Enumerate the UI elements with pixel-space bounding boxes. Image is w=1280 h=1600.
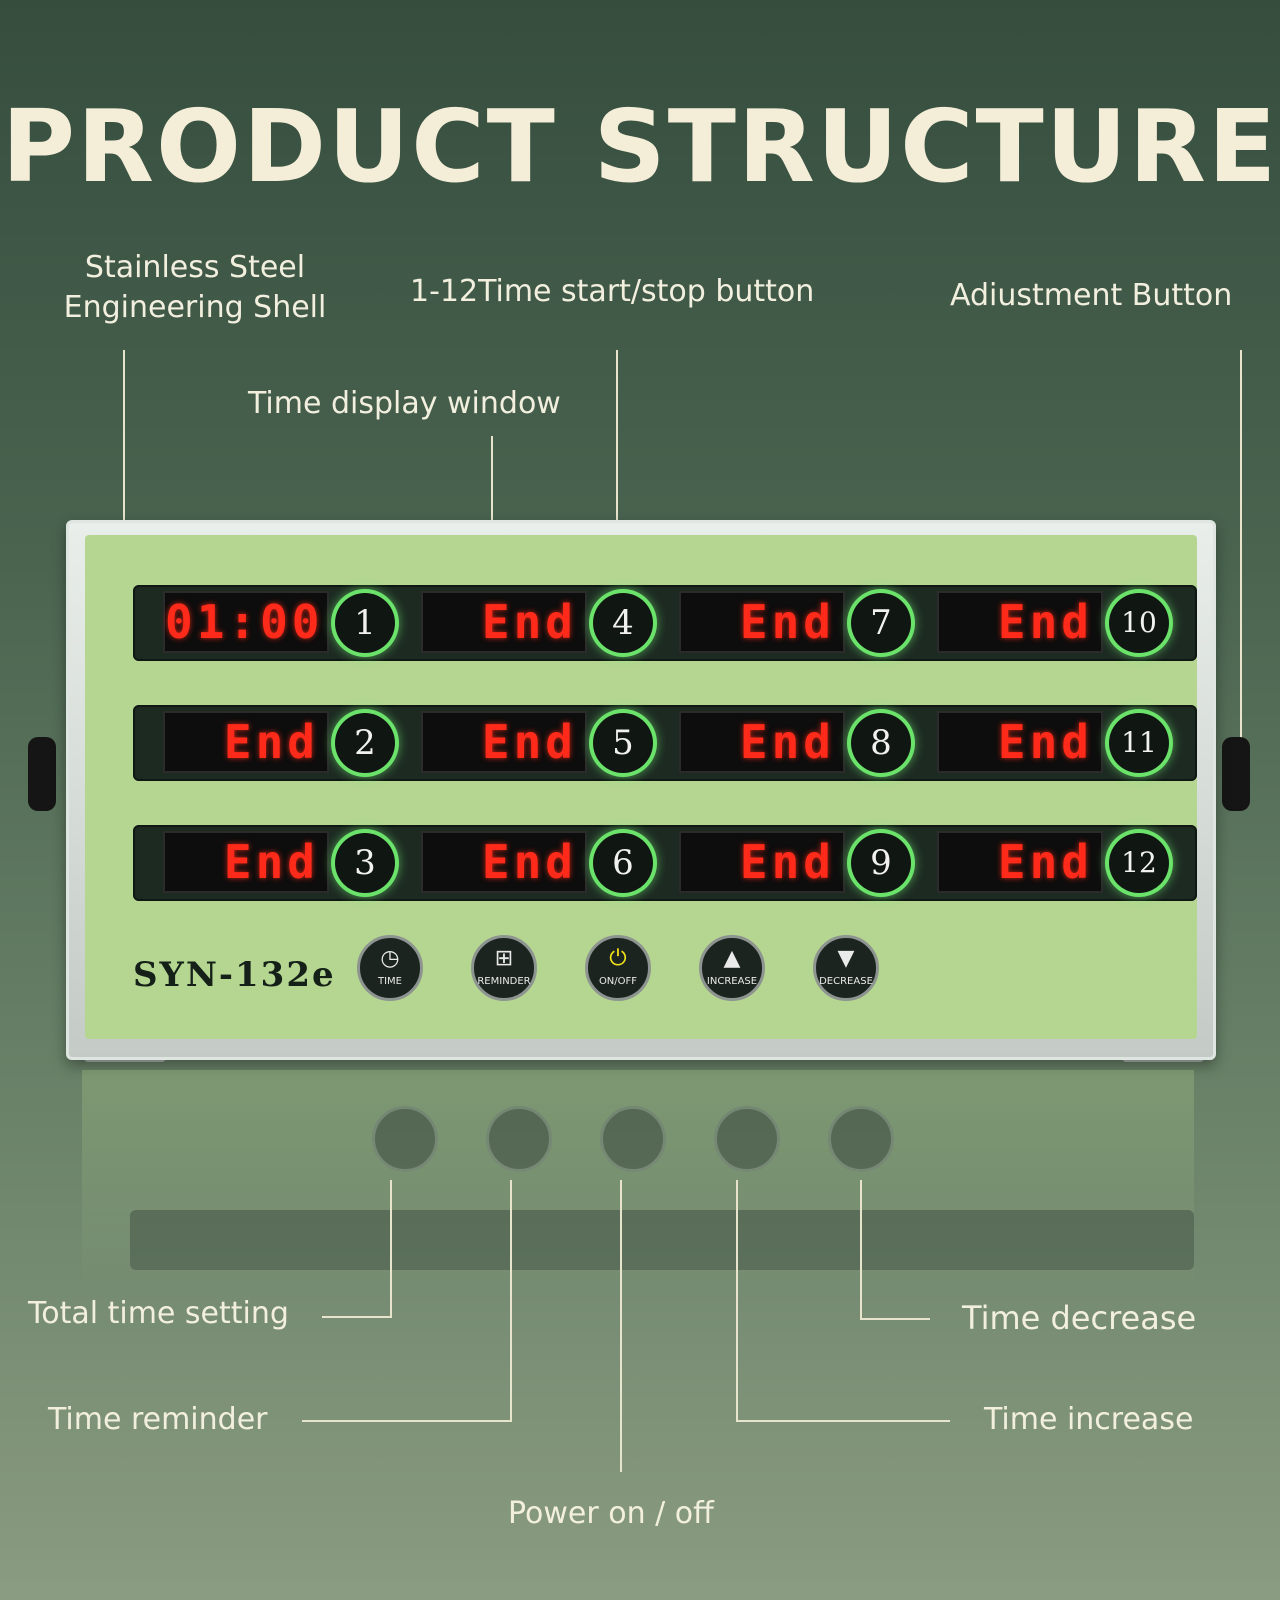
- reflection-row: [130, 1210, 1194, 1270]
- callout-display-window: Time display window: [248, 386, 561, 421]
- time-display: End: [421, 831, 587, 893]
- channel-start-stop-button[interactable]: 6: [593, 833, 653, 893]
- left-adjustment-knob[interactable]: [28, 737, 56, 811]
- channel-start-stop-button[interactable]: 10: [1109, 593, 1169, 653]
- leader-line-start-stop: [616, 350, 618, 602]
- reflection-button: [600, 1106, 666, 1172]
- button-label: DECREASE: [819, 976, 873, 987]
- leader-line-decrease: [860, 1180, 862, 1320]
- button-label: REMINDER: [477, 976, 531, 987]
- reflection-button: [828, 1106, 894, 1172]
- callout-decrease: Time decrease: [962, 1299, 1197, 1337]
- clock-icon: ◷: [380, 946, 400, 971]
- leader-line-decrease-h: [860, 1318, 930, 1320]
- time-display: End: [679, 591, 845, 653]
- leader-line-display: [491, 436, 493, 602]
- channel-start-stop-button[interactable]: 1: [335, 593, 395, 653]
- callout-power: Power on / off: [508, 1496, 714, 1531]
- triangle-down-icon: ▼: [837, 946, 855, 971]
- decrease-button[interactable]: ▼ DECREASE: [813, 935, 879, 1001]
- on-off-button[interactable]: ⏻ ON/OFF: [585, 935, 651, 1001]
- button-label: TIME: [377, 976, 402, 987]
- time-display: End: [937, 711, 1103, 773]
- device-reflection: [66, 1070, 1216, 1290]
- reminder-button[interactable]: ⊞ REMINDER: [471, 935, 537, 1001]
- right-adjustment-knob[interactable]: [1222, 737, 1250, 811]
- leader-line-increase: [736, 1180, 738, 1422]
- time-button[interactable]: ◷ TIME: [357, 935, 423, 1001]
- leader-line-increase-h: [736, 1420, 950, 1422]
- reflection-button: [372, 1106, 438, 1172]
- leader-line-reminder: [510, 1180, 512, 1422]
- channel-start-stop-button[interactable]: 5: [593, 713, 653, 773]
- basket-icon: ⊞: [494, 946, 514, 971]
- reflection-panel: [82, 1070, 1194, 1290]
- callout-shell-line1: Stainless Steel: [84, 250, 306, 285]
- button-label: ON/OFF: [598, 976, 638, 987]
- leader-line-shell: [123, 350, 125, 566]
- page-title: PRODUCT STRUCTURE: [1, 88, 1279, 205]
- increase-button[interactable]: ▲ INCREASE: [699, 935, 765, 1001]
- channel-start-stop-button[interactable]: 3: [335, 833, 395, 893]
- time-display: End: [937, 591, 1103, 653]
- leader-line-total-time-h: [322, 1316, 392, 1318]
- leader-line-reminder-h: [302, 1420, 512, 1422]
- channel-start-stop-button[interactable]: 7: [851, 593, 911, 653]
- reflection-button: [714, 1106, 780, 1172]
- time-display: End: [679, 711, 845, 773]
- callout-increase: Time increase: [984, 1402, 1194, 1437]
- channel-start-stop-button[interactable]: 11: [1109, 713, 1169, 773]
- time-display: End: [163, 831, 329, 893]
- time-display: End: [421, 711, 587, 773]
- time-display: End: [937, 831, 1103, 893]
- callout-start-stop: 1-12Time start/stop button: [410, 274, 815, 309]
- model-label: SYN-132e: [133, 955, 336, 995]
- callout-shell-line2: Engineering Shell: [63, 290, 327, 325]
- channel-start-stop-button[interactable]: 12: [1109, 833, 1169, 893]
- callout-total-time: Total time setting: [28, 1296, 289, 1331]
- triangle-up-icon: ▲: [723, 946, 741, 971]
- channel-start-stop-button[interactable]: 8: [851, 713, 911, 773]
- time-display: End: [421, 591, 587, 653]
- channel-start-stop-button[interactable]: 4: [593, 593, 653, 653]
- callout-reminder: Time reminder: [48, 1402, 268, 1437]
- leader-line-total-time: [390, 1180, 392, 1318]
- time-display: End: [163, 711, 329, 773]
- channel-start-stop-button[interactable]: 9: [851, 833, 911, 893]
- callout-shell: Stainless Steel Engineering Shell: [60, 248, 330, 328]
- button-label: INCREASE: [706, 976, 758, 987]
- leader-line-adjustment: [1240, 350, 1242, 758]
- leader-line-power: [620, 1180, 622, 1472]
- time-display: 01:00: [163, 591, 329, 653]
- channel-start-stop-button[interactable]: 2: [335, 713, 395, 773]
- reflection-button: [486, 1106, 552, 1172]
- power-icon: ⏻: [609, 946, 627, 971]
- callout-adjustment: Adiustment Button: [950, 278, 1233, 313]
- time-display: End: [679, 831, 845, 893]
